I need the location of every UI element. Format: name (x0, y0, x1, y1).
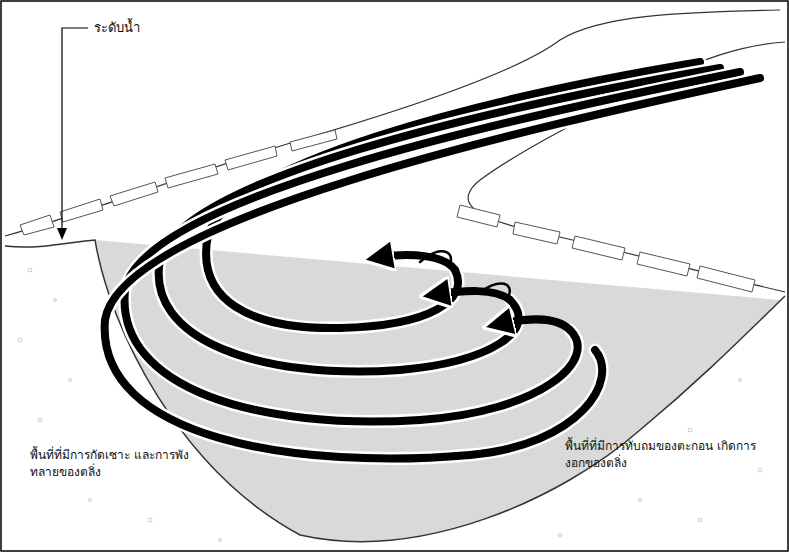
deposition-zone-label: พื้นที่ที่มีการทับถมของตะกอน เกิดการงอกข… (565, 438, 765, 472)
leader-arrowhead (57, 228, 67, 240)
water-level-leader (62, 28, 88, 232)
left-bank (5, 10, 780, 236)
helical-flow (105, 62, 760, 459)
erosion-zone-label: พื้นที่ที่มีการกัดเซาะ และการพังทลายของต… (30, 447, 195, 481)
water-level-label: ระดับน้ำ (94, 19, 214, 36)
